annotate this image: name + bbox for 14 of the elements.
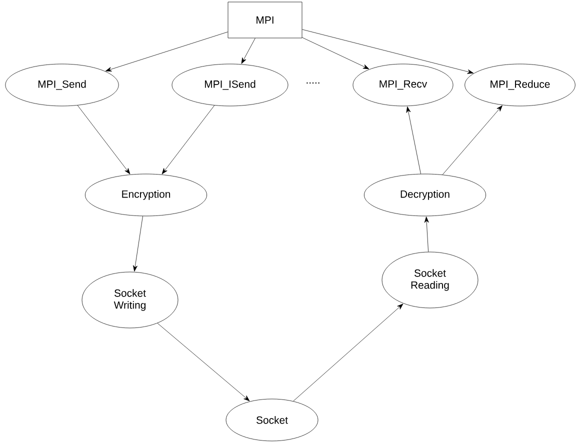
arrow [406, 106, 421, 174]
arrow [162, 105, 215, 174]
arrow [241, 38, 256, 64]
arrow [105, 32, 228, 72]
arrow [302, 29, 474, 74]
ellipsis-label: ..... [306, 82, 320, 84]
arrow [133, 216, 143, 272]
arrow [424, 216, 429, 252]
process-box: MPI [228, 2, 302, 38]
arrow [302, 37, 370, 70]
arrow [293, 304, 404, 402]
arrow [442, 105, 502, 175]
arrow [157, 322, 250, 402]
arrow [77, 105, 130, 174]
